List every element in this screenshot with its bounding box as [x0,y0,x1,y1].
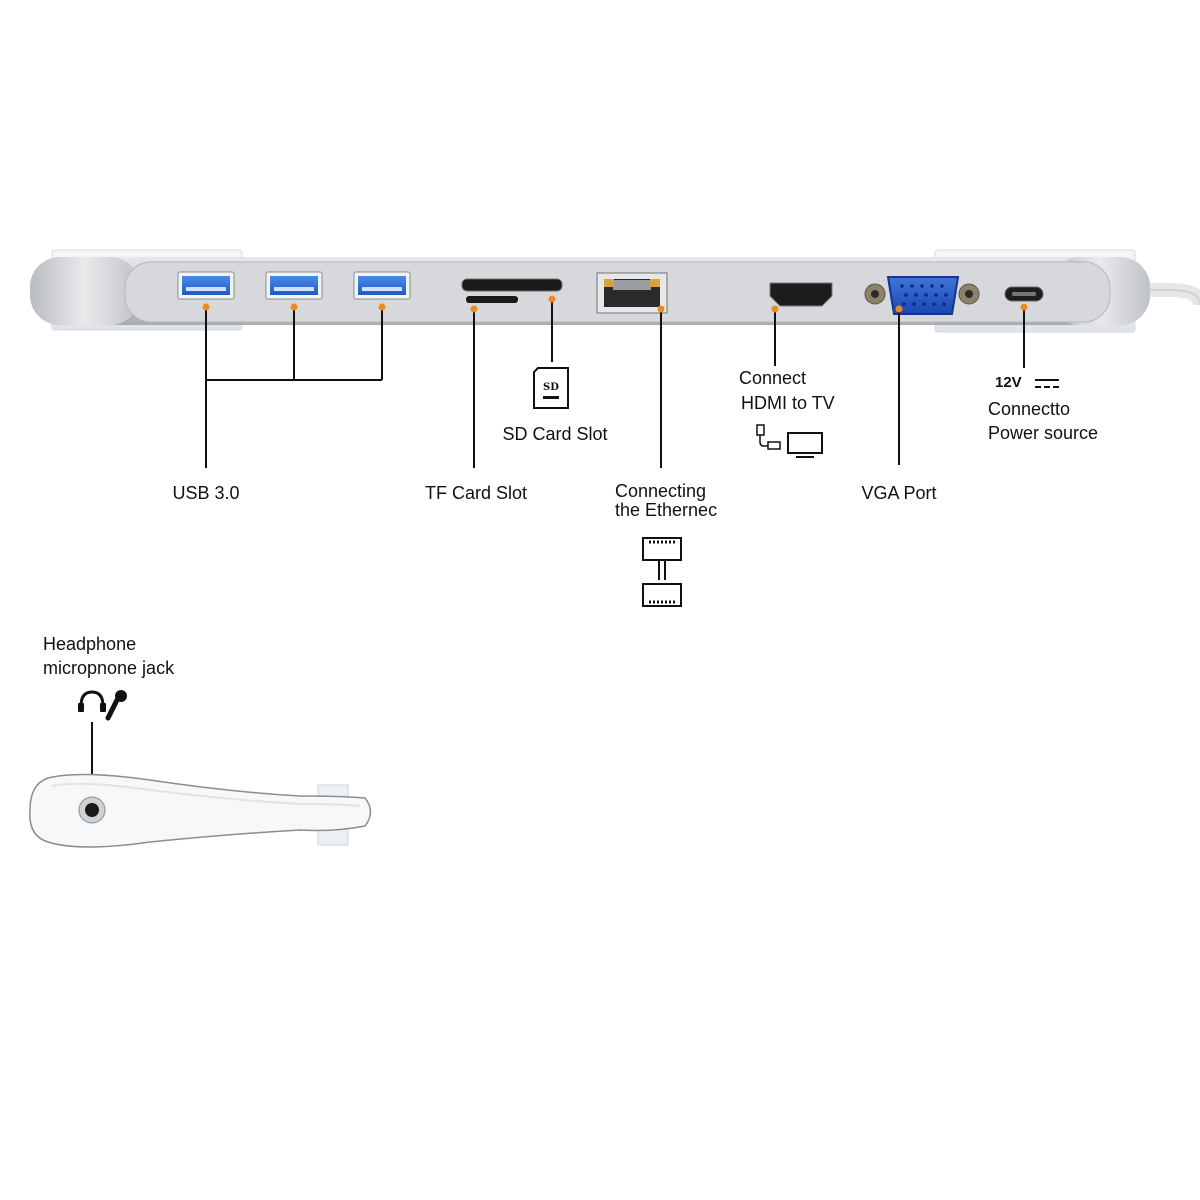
label-audio-line1: Headphone [43,634,137,654]
label-tf-card-slot: TF Card Slot [424,483,528,503]
label-hdmi-line2: HDMI to TV [741,393,835,413]
callout-lines [91,299,1025,782]
label-audio-line2: micropnone jack [43,658,175,678]
label-ethernet: Connecting the Ethernec [615,482,717,520]
headphone-icon [78,690,106,712]
label-ethernet-line1: Connecting [615,481,707,501]
sd-card-icon: SD [533,367,569,409]
tf-card-slot [466,296,518,303]
usb-c-power-port [1004,286,1044,302]
label-usb: USB 3.0 [172,483,240,503]
label-hdmi-line1: Connect [739,368,807,388]
usb-port-2 [265,271,323,300]
sd-card-label: SD [543,382,559,393]
label-sd-card-slot: SD Card Slot [502,424,608,444]
label-power-voltage: 12V [995,374,1022,391]
vga-port [864,276,980,315]
ethernet-port-icon [642,537,682,607]
microphone-icon [105,690,127,721]
hub-side-view [29,773,372,848]
label-vga-port: VGA Port [861,483,937,503]
label-ethernet-line2: the Ethernec [615,500,718,520]
usb-port-1 [177,271,235,300]
hdmi-port [769,282,833,307]
hdmi-cable-icon [756,424,781,450]
dc-symbol-icon [1035,379,1059,388]
sd-card-slot [461,278,563,292]
label-power-line1: Connectto [988,399,1071,419]
tv-icon [787,432,823,458]
ethernet-port [596,272,668,314]
audio-jack [85,803,99,817]
label-power-line2: Power source [988,423,1099,443]
usb-port-3 [353,271,411,300]
